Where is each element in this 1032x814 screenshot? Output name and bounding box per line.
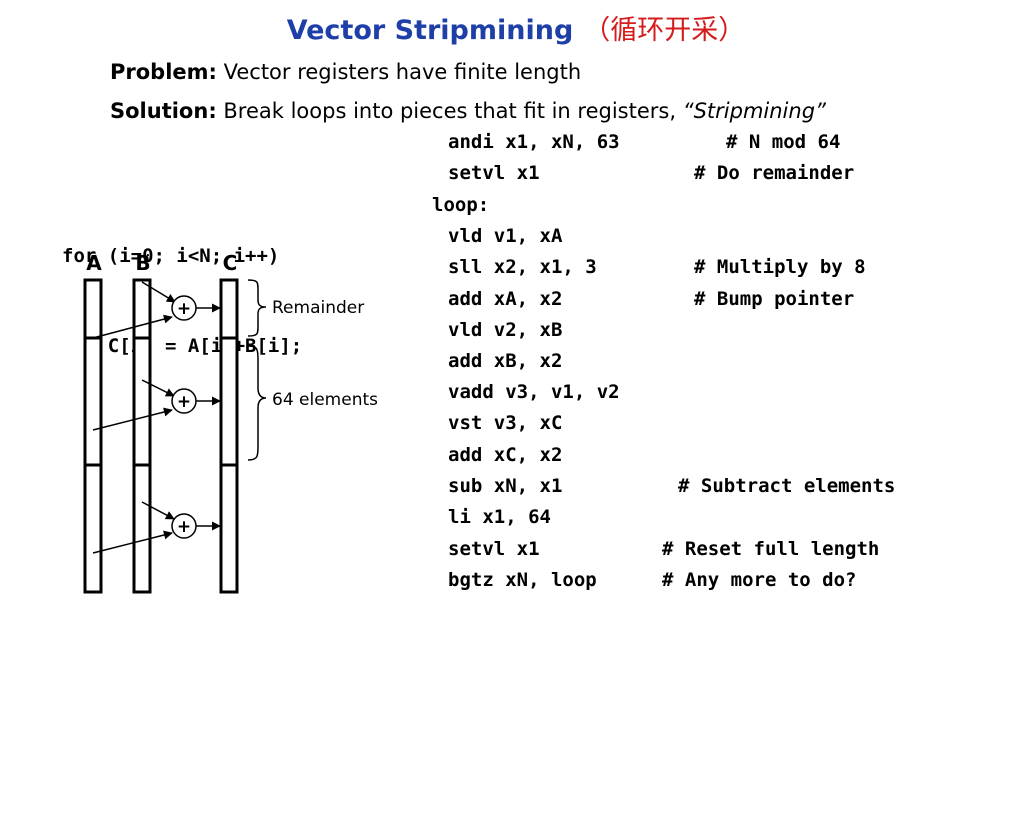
asm-line: loop: <box>432 194 489 216</box>
adder-full-2: + <box>92 501 221 554</box>
vector-c <box>219 278 239 594</box>
vector-b <box>132 278 152 594</box>
column-c-label: C <box>223 251 238 275</box>
slide-title: Vector Stripmining （循环开采） <box>0 8 1032 47</box>
problem-text: Vector registers have finite length <box>216 60 582 84</box>
asm-comment: # Reset full length <box>662 538 880 560</box>
plus-symbol: + <box>177 392 191 412</box>
asm-comment: # Do remainder <box>694 162 855 184</box>
asm-code: bgtz xN, loop <box>448 569 597 591</box>
vector-a <box>83 278 103 594</box>
elements-brace <box>247 345 267 461</box>
asm-comment: # Subtract elements <box>678 475 896 497</box>
solution-label: Solution: <box>110 99 217 123</box>
asm-line: setvl x1 <box>448 538 540 560</box>
asm-code: setvl x1 <box>448 538 540 560</box>
solution-emphasis: “Stripmining” <box>682 99 826 123</box>
column-b-label: B <box>135 251 150 275</box>
asm-line: sub xN, x1 <box>448 475 562 497</box>
title-chinese: （循环开采） <box>583 15 746 46</box>
column-a-label: A <box>86 251 102 275</box>
asm-code: vld v2, xB <box>448 319 563 341</box>
asm-code: sub xN, x1 <box>448 475 563 497</box>
asm-line: sll x2, x1, 3 <box>448 256 597 278</box>
problem-label: Problem: <box>110 60 217 84</box>
asm-line: bgtz xN, loop <box>448 569 597 591</box>
c-loop-code: for (i=0; i<N; i++) C[i] = A[i]+B[i]; <box>62 181 302 391</box>
adder-full-1: + <box>92 379 221 431</box>
asm-code: andi x1, xN, 63 <box>448 131 620 153</box>
asm-line: vld v2, xB <box>448 319 562 341</box>
asm-code: setvl x1 <box>448 162 540 184</box>
asm-line: andi x1, xN, 63 <box>448 131 620 153</box>
asm-code: add xA, x2 <box>448 288 563 310</box>
remainder-brace <box>247 279 267 337</box>
stripmining-diagram: A B C + + + <box>83 251 378 594</box>
asm-comment: # N mod 64 <box>726 131 841 153</box>
asm-line: vst v3, xC <box>448 412 562 434</box>
asm-code: add xC, x2 <box>448 444 563 466</box>
remainder-label: Remainder <box>272 298 364 318</box>
title-english: Vector Stripmining <box>286 15 574 46</box>
asm-comment: # Bump pointer <box>694 288 855 310</box>
asm-comment: # Any more to do? <box>662 569 857 591</box>
asm-code: vst v3, xC <box>448 412 563 434</box>
asm-line: setvl x1 <box>448 162 540 184</box>
asm-code: vadd v3, v1, v2 <box>448 381 620 403</box>
asm-comment: # Multiply by 8 <box>694 256 866 278</box>
asm-line: add xC, x2 <box>448 444 562 466</box>
asm-code: li x1, 64 <box>448 506 551 528</box>
c-code-line: for (i=0; i<N; i++) <box>62 245 280 267</box>
asm-line: add xA, x2 <box>448 288 562 310</box>
asm-line: vadd v3, v1, v2 <box>448 381 620 403</box>
asm-label: loop: <box>432 194 490 216</box>
asm-code: add xB, x2 <box>448 350 563 372</box>
plus-symbol: + <box>177 517 191 537</box>
elements-label: 64 elements <box>272 390 378 410</box>
solution-text: Break loops into pieces that fit in regi… <box>216 99 683 123</box>
asm-line: add xB, x2 <box>448 350 562 372</box>
problem-statement: Problem: Vector registers have finite le… <box>110 60 581 84</box>
asm-code: sll x2, x1, 3 <box>448 256 597 278</box>
adder-remainder: + <box>92 281 221 339</box>
asm-line: li x1, 64 <box>448 506 551 528</box>
solution-statement: Solution: Break loops into pieces that f… <box>110 99 826 123</box>
plus-symbol: + <box>177 299 191 319</box>
asm-listing: andi x1, xN, 63 # N mod 64 setvl x1 # Do… <box>432 131 896 591</box>
asm-line: vld v1, xA <box>448 225 562 247</box>
asm-code: vld v1, xA <box>448 225 563 247</box>
